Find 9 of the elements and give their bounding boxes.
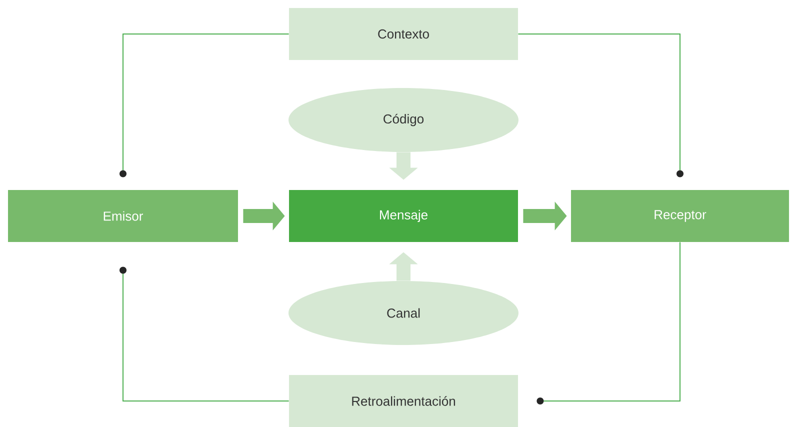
connector-line xyxy=(120,266,290,402)
connector-line xyxy=(518,34,684,178)
process-box: Retroalimentación xyxy=(289,375,518,427)
process-box: Contexto xyxy=(289,8,518,60)
process-box: Receptor xyxy=(571,190,789,242)
process-box: Emisor xyxy=(8,190,238,242)
connector-line xyxy=(120,34,290,178)
process-box: Mensaje xyxy=(289,190,518,242)
connector-line xyxy=(536,242,680,404)
